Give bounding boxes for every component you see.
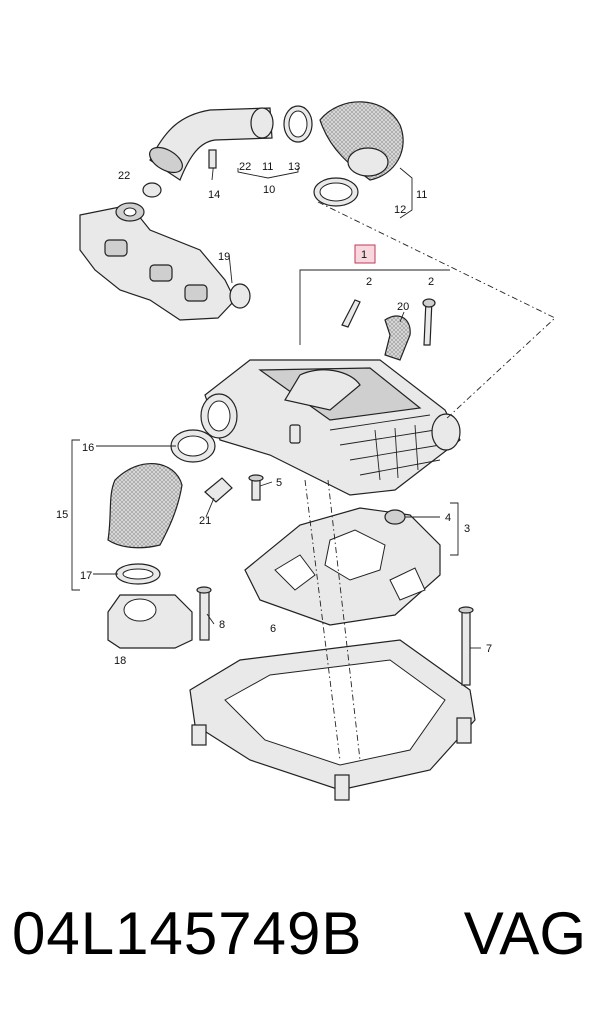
callout-11-right: 11 xyxy=(416,189,427,201)
bolt-14 xyxy=(208,149,217,181)
callout-3: 3 xyxy=(464,523,470,535)
intake-hose-11 xyxy=(319,101,404,181)
callout-4: 4 xyxy=(445,512,451,524)
callout-17: 17 xyxy=(80,570,92,582)
callout-19: 19 xyxy=(218,251,230,263)
callout-14: 14 xyxy=(208,189,220,201)
brand-name: VAG xyxy=(463,900,586,967)
bolt-5 xyxy=(248,474,264,501)
sensor-2-right xyxy=(422,298,436,346)
hose-20 xyxy=(384,315,411,361)
callout-13: 13 xyxy=(288,161,300,173)
callout-12: 12 xyxy=(394,204,406,216)
clamp-13 xyxy=(283,105,313,143)
callout-1: 1 xyxy=(361,249,367,261)
callout-6: 6 xyxy=(270,623,276,635)
callout-22-top: 22 xyxy=(239,161,251,173)
callout-20: 20 xyxy=(397,301,409,313)
callout-1-highlight xyxy=(354,244,376,264)
callout-15: 15 xyxy=(56,509,68,521)
exploded-parts-diagram: 1 2 2 3 4 5 6 7 8 10 11 11 12 13 14 15 1… xyxy=(56,101,556,801)
callout-18: 18 xyxy=(114,655,126,667)
frame-6 xyxy=(189,639,476,801)
gasket-3 xyxy=(244,507,441,626)
callout-10: 10 xyxy=(263,184,275,196)
supercharger-1 xyxy=(200,359,461,496)
sensor-2-left xyxy=(341,299,361,328)
part-number: 04L145749B xyxy=(12,900,363,967)
sensor-21 xyxy=(204,477,233,503)
charge-air-pipe xyxy=(149,107,274,181)
clamp-12 xyxy=(313,177,359,207)
clamp-16 xyxy=(170,429,216,463)
plug-4 xyxy=(384,509,406,525)
seal-ring-22 xyxy=(142,182,162,198)
callout-11-left: 11 xyxy=(262,161,273,173)
bolt-7 xyxy=(458,606,474,686)
clamp-17 xyxy=(115,563,161,585)
hose-15 xyxy=(107,463,183,549)
callout-22-left: 22 xyxy=(118,170,130,182)
callout-5: 5 xyxy=(276,477,282,489)
callout-2-left: 2 xyxy=(366,276,372,288)
callout-2-right: 2 xyxy=(428,276,434,288)
callout-21: 21 xyxy=(199,515,211,527)
callout-16: 16 xyxy=(82,442,94,454)
throttle-body-18 xyxy=(107,594,193,649)
callout-7: 7 xyxy=(486,643,492,655)
callout-8: 8 xyxy=(219,619,225,631)
bolt-8 xyxy=(196,586,212,641)
manifold-19 xyxy=(79,202,251,321)
